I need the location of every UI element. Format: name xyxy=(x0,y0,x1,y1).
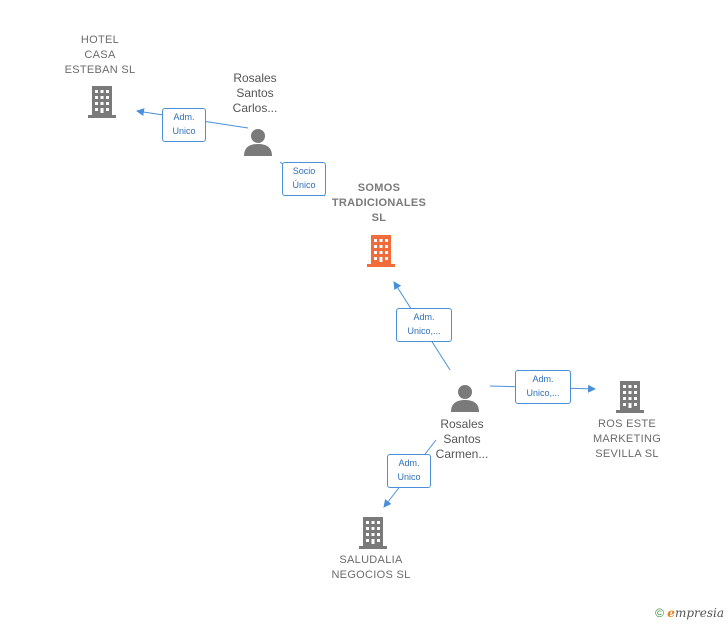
label-line: TRADICIONALES xyxy=(331,197,427,209)
edge-label-line: Adm. xyxy=(398,458,420,468)
edge-label-line: Adm. xyxy=(413,312,435,322)
label-line: SL xyxy=(371,212,387,224)
edge-label-line: Adm. xyxy=(532,374,554,384)
company-label-somos-tradicionales[interactable]: SOMOS TRADICIONALES SL xyxy=(314,181,444,226)
company-label-saludalia-negocios[interactable]: SALUDALIA NEGOCIOS SL xyxy=(316,553,426,583)
label-line: Rosales xyxy=(440,417,484,431)
label-line: NEGOCIOS SL xyxy=(331,569,411,581)
label-line: Santos xyxy=(236,86,274,100)
footer-brand[interactable]: © empresia xyxy=(655,606,724,620)
edge-label-line: Unico,... xyxy=(407,326,441,336)
edge-label-line: Único xyxy=(292,180,316,190)
building-icon[interactable] xyxy=(357,515,389,549)
building-icon[interactable] xyxy=(614,379,646,413)
edge-label-carmen-saludalia[interactable]: Adm. Unico xyxy=(387,454,431,488)
label-line: SALUDALIA xyxy=(339,554,403,566)
edge-label-line: Adm. xyxy=(173,112,195,122)
edge-label-carmen-ros[interactable]: Adm. Unico,... xyxy=(515,370,571,404)
company-label-hotel-casa-esteban[interactable]: HOTEL CASA ESTEBAN SL xyxy=(40,33,160,78)
label-line: Carlos... xyxy=(232,101,278,115)
person-label-rosales-carmen[interactable]: Rosales Santos Carmen... xyxy=(417,417,507,462)
edge-label-line: Unico,... xyxy=(526,388,560,398)
label-line: Santos xyxy=(443,432,481,446)
label-line: Rosales xyxy=(233,71,277,85)
edge-label-line: Socio xyxy=(292,166,316,176)
label-line: ESTEBAN SL xyxy=(64,64,136,76)
person-icon[interactable] xyxy=(450,383,480,413)
label-line: SOMOS xyxy=(357,182,401,194)
building-icon[interactable] xyxy=(86,84,118,118)
copyright-icon: © xyxy=(655,606,664,620)
person-label-rosales-carlos[interactable]: Rosales Santos Carlos... xyxy=(210,71,300,116)
building-icon[interactable] xyxy=(365,233,397,267)
brand-logo-e: e xyxy=(667,606,675,620)
edge-label-carmen-somos[interactable]: Adm. Unico,... xyxy=(396,308,452,342)
edge-label-carlos-hotel[interactable]: Adm. Unico xyxy=(162,108,206,142)
company-label-ros-este-marketing[interactable]: ROS ESTE MARKETING SEVILLA SL xyxy=(572,417,682,462)
edge-label-line: Unico xyxy=(172,126,196,136)
person-icon[interactable] xyxy=(243,127,273,157)
edge-label-line: Unico xyxy=(397,472,421,482)
brand-name: mpresia xyxy=(674,606,724,620)
label-line: Carmen... xyxy=(435,447,489,461)
label-line: SEVILLA SL xyxy=(595,448,659,460)
label-line: MARKETING xyxy=(592,433,662,445)
label-line: CASA xyxy=(84,49,116,61)
edge-label-carlos-somos[interactable]: Socio Único xyxy=(282,162,326,196)
label-line: ROS ESTE xyxy=(597,418,657,430)
label-line: HOTEL xyxy=(80,34,120,46)
